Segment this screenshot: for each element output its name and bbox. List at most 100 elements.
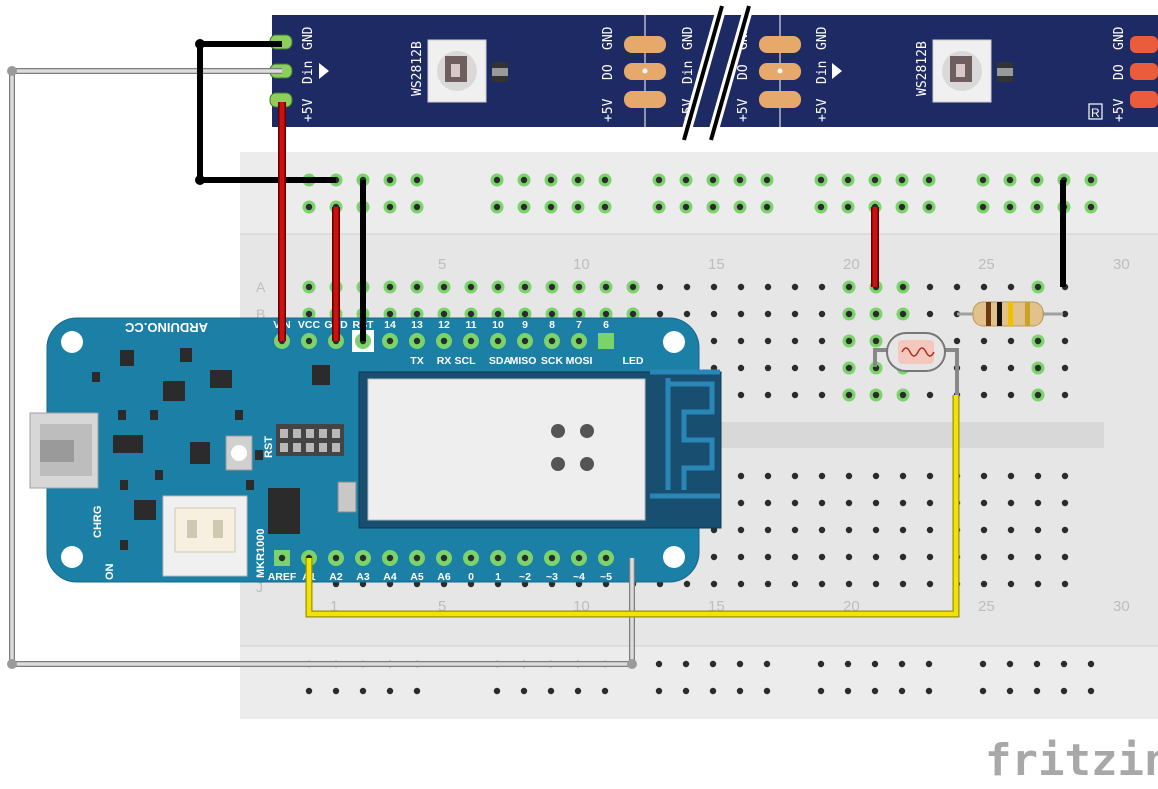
- breadboard-hole[interactable]: [493, 176, 501, 184]
- breadboard-hole[interactable]: [1006, 203, 1014, 211]
- breadboard-hole[interactable]: [737, 310, 745, 318]
- breadboard-hole[interactable]: [980, 580, 988, 588]
- breadboard-hole[interactable]: [845, 580, 853, 588]
- breadboard-hole[interactable]: [1061, 472, 1069, 480]
- breadboard-hole[interactable]: [818, 391, 826, 399]
- breadboard-hole[interactable]: [1087, 660, 1095, 668]
- breadboard-hole[interactable]: [386, 176, 394, 184]
- breadboard-hole[interactable]: [683, 310, 691, 318]
- breadboard-hole[interactable]: [845, 553, 853, 561]
- breadboard-hole[interactable]: [683, 580, 691, 588]
- breadboard-hole[interactable]: [979, 203, 987, 211]
- breadboard-hole[interactable]: [305, 687, 313, 695]
- breadboard-hole[interactable]: [899, 553, 907, 561]
- breadboard-hole[interactable]: [1087, 687, 1095, 695]
- breadboard-hole[interactable]: [736, 176, 744, 184]
- breadboard-hole[interactable]: [1007, 364, 1015, 372]
- breadboard-hole[interactable]: [736, 687, 744, 695]
- breadboard-hole[interactable]: [898, 660, 906, 668]
- breadboard-hole[interactable]: [791, 283, 799, 291]
- breadboard-hole[interactable]: [791, 472, 799, 480]
- breadboard-hole[interactable]: [1061, 391, 1069, 399]
- breadboard-hole[interactable]: [818, 499, 826, 507]
- breadboard-hole[interactable]: [899, 310, 907, 318]
- breadboard-hole[interactable]: [872, 472, 880, 480]
- breadboard-hole[interactable]: [926, 472, 934, 480]
- breadboard-hole[interactable]: [764, 526, 772, 534]
- breadboard-hole[interactable]: [791, 364, 799, 372]
- breadboard-hole[interactable]: [764, 310, 772, 318]
- breadboard-hole[interactable]: [1034, 499, 1042, 507]
- breadboard-hole[interactable]: [656, 310, 664, 318]
- breadboard-hole[interactable]: [844, 687, 852, 695]
- breadboard-hole[interactable]: [1007, 391, 1015, 399]
- breadboard-hole[interactable]: [926, 391, 934, 399]
- breadboard-hole[interactable]: [413, 203, 421, 211]
- breadboard-hole[interactable]: [601, 687, 609, 695]
- breadboard-hole[interactable]: [1006, 687, 1014, 695]
- breadboard-hole[interactable]: [386, 310, 394, 318]
- breadboard-hole[interactable]: [602, 283, 610, 291]
- breadboard-hole[interactable]: [899, 391, 907, 399]
- breadboard-hole[interactable]: [764, 283, 772, 291]
- breadboard-hole[interactable]: [655, 176, 663, 184]
- breadboard-hole[interactable]: [520, 203, 528, 211]
- breadboard-hole[interactable]: [1061, 337, 1069, 345]
- breadboard-hole[interactable]: [844, 176, 852, 184]
- breadboard-hole[interactable]: [710, 580, 718, 588]
- breadboard-hole[interactable]: [440, 283, 448, 291]
- breadboard-hole[interactable]: [844, 660, 852, 668]
- breadboard-hole[interactable]: [547, 203, 555, 211]
- breadboard-hole[interactable]: [980, 526, 988, 534]
- breadboard-hole[interactable]: [791, 310, 799, 318]
- breadboard-hole[interactable]: [1033, 176, 1041, 184]
- breadboard-hole[interactable]: [872, 580, 880, 588]
- breadboard-hole[interactable]: [926, 283, 934, 291]
- breadboard-hole[interactable]: [413, 310, 421, 318]
- breadboard-hole[interactable]: [548, 283, 556, 291]
- breadboard-hole[interactable]: [1034, 283, 1042, 291]
- breadboard-hole[interactable]: [817, 203, 825, 211]
- breadboard-hole[interactable]: [845, 526, 853, 534]
- breadboard-hole[interactable]: [1061, 580, 1069, 588]
- breadboard-hole[interactable]: [953, 283, 961, 291]
- reset-button[interactable]: [225, 435, 253, 471]
- breadboard-hole[interactable]: [817, 687, 825, 695]
- breadboard-hole[interactable]: [763, 176, 771, 184]
- breadboard-hole[interactable]: [1034, 337, 1042, 345]
- breadboard-hole[interactable]: [709, 176, 717, 184]
- breadboard-hole[interactable]: [709, 660, 717, 668]
- breadboard-hole[interactable]: [1033, 687, 1041, 695]
- breadboard-hole[interactable]: [710, 553, 718, 561]
- breadboard-hole[interactable]: [737, 580, 745, 588]
- breadboard-hole[interactable]: [305, 283, 313, 291]
- breadboard-hole[interactable]: [872, 391, 880, 399]
- breadboard-hole[interactable]: [980, 364, 988, 372]
- breadboard-hole[interactable]: [602, 310, 610, 318]
- breadboard-hole[interactable]: [1034, 553, 1042, 561]
- breadboard-hole[interactable]: [980, 553, 988, 561]
- breadboard-hole[interactable]: [547, 176, 555, 184]
- breadboard-hole[interactable]: [494, 310, 502, 318]
- breadboard-hole[interactable]: [655, 660, 663, 668]
- breadboard-hole[interactable]: [818, 364, 826, 372]
- breadboard-hole[interactable]: [980, 499, 988, 507]
- breadboard-hole[interactable]: [710, 337, 718, 345]
- breadboard-hole[interactable]: [305, 310, 313, 318]
- breadboard-hole[interactable]: [1007, 553, 1015, 561]
- breadboard-hole[interactable]: [791, 553, 799, 561]
- breadboard-hole[interactable]: [980, 337, 988, 345]
- breadboard-hole[interactable]: [818, 310, 826, 318]
- breadboard-hole[interactable]: [601, 176, 609, 184]
- breadboard-hole[interactable]: [359, 687, 367, 695]
- breadboard-hole[interactable]: [1007, 337, 1015, 345]
- breadboard-hole[interactable]: [737, 526, 745, 534]
- breadboard-hole[interactable]: [926, 526, 934, 534]
- breadboard-hole[interactable]: [764, 553, 772, 561]
- arduino-pin-led[interactable]: [598, 333, 614, 349]
- breadboard-hole[interactable]: [899, 283, 907, 291]
- breadboard-hole[interactable]: [845, 283, 853, 291]
- breadboard-hole[interactable]: [629, 283, 637, 291]
- breadboard-hole[interactable]: [925, 687, 933, 695]
- breadboard-hole[interactable]: [1034, 472, 1042, 480]
